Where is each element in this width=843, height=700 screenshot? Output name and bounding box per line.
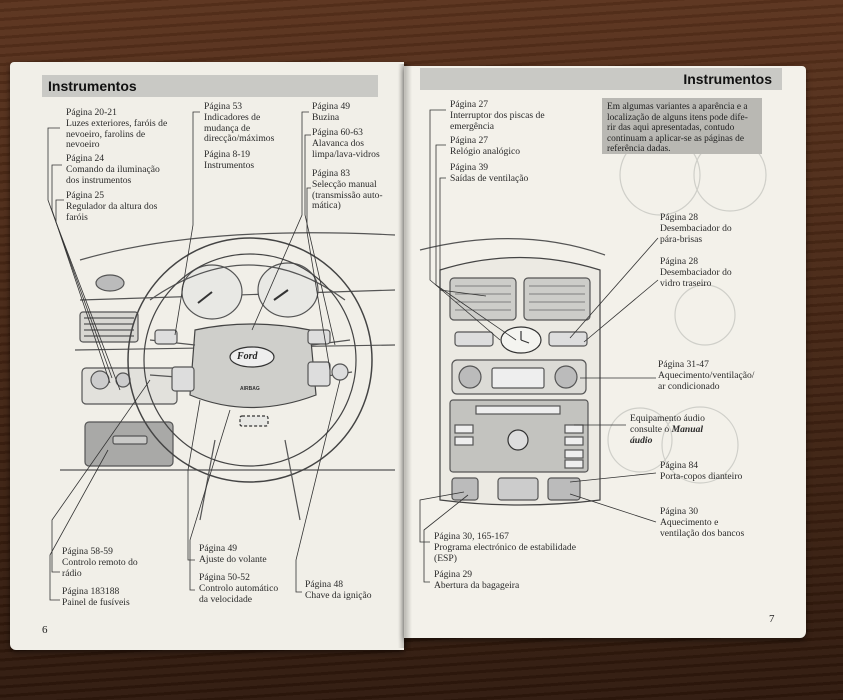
- ford-logo: Ford: [237, 351, 258, 362]
- label-audio: Equipamento áudio consulte o Manual áudi…: [630, 413, 705, 446]
- dashboard-illustration: [47, 111, 396, 601]
- book-spine: [398, 64, 412, 648]
- left-page-header: Instrumentos: [42, 75, 378, 97]
- airbag-text: AIRBAG: [240, 386, 260, 392]
- left-page-number: 6: [42, 624, 48, 636]
- right-page-header: Instrumentos: [420, 68, 782, 90]
- console-illustration: [419, 109, 767, 583]
- right-page-number: 7: [769, 613, 775, 625]
